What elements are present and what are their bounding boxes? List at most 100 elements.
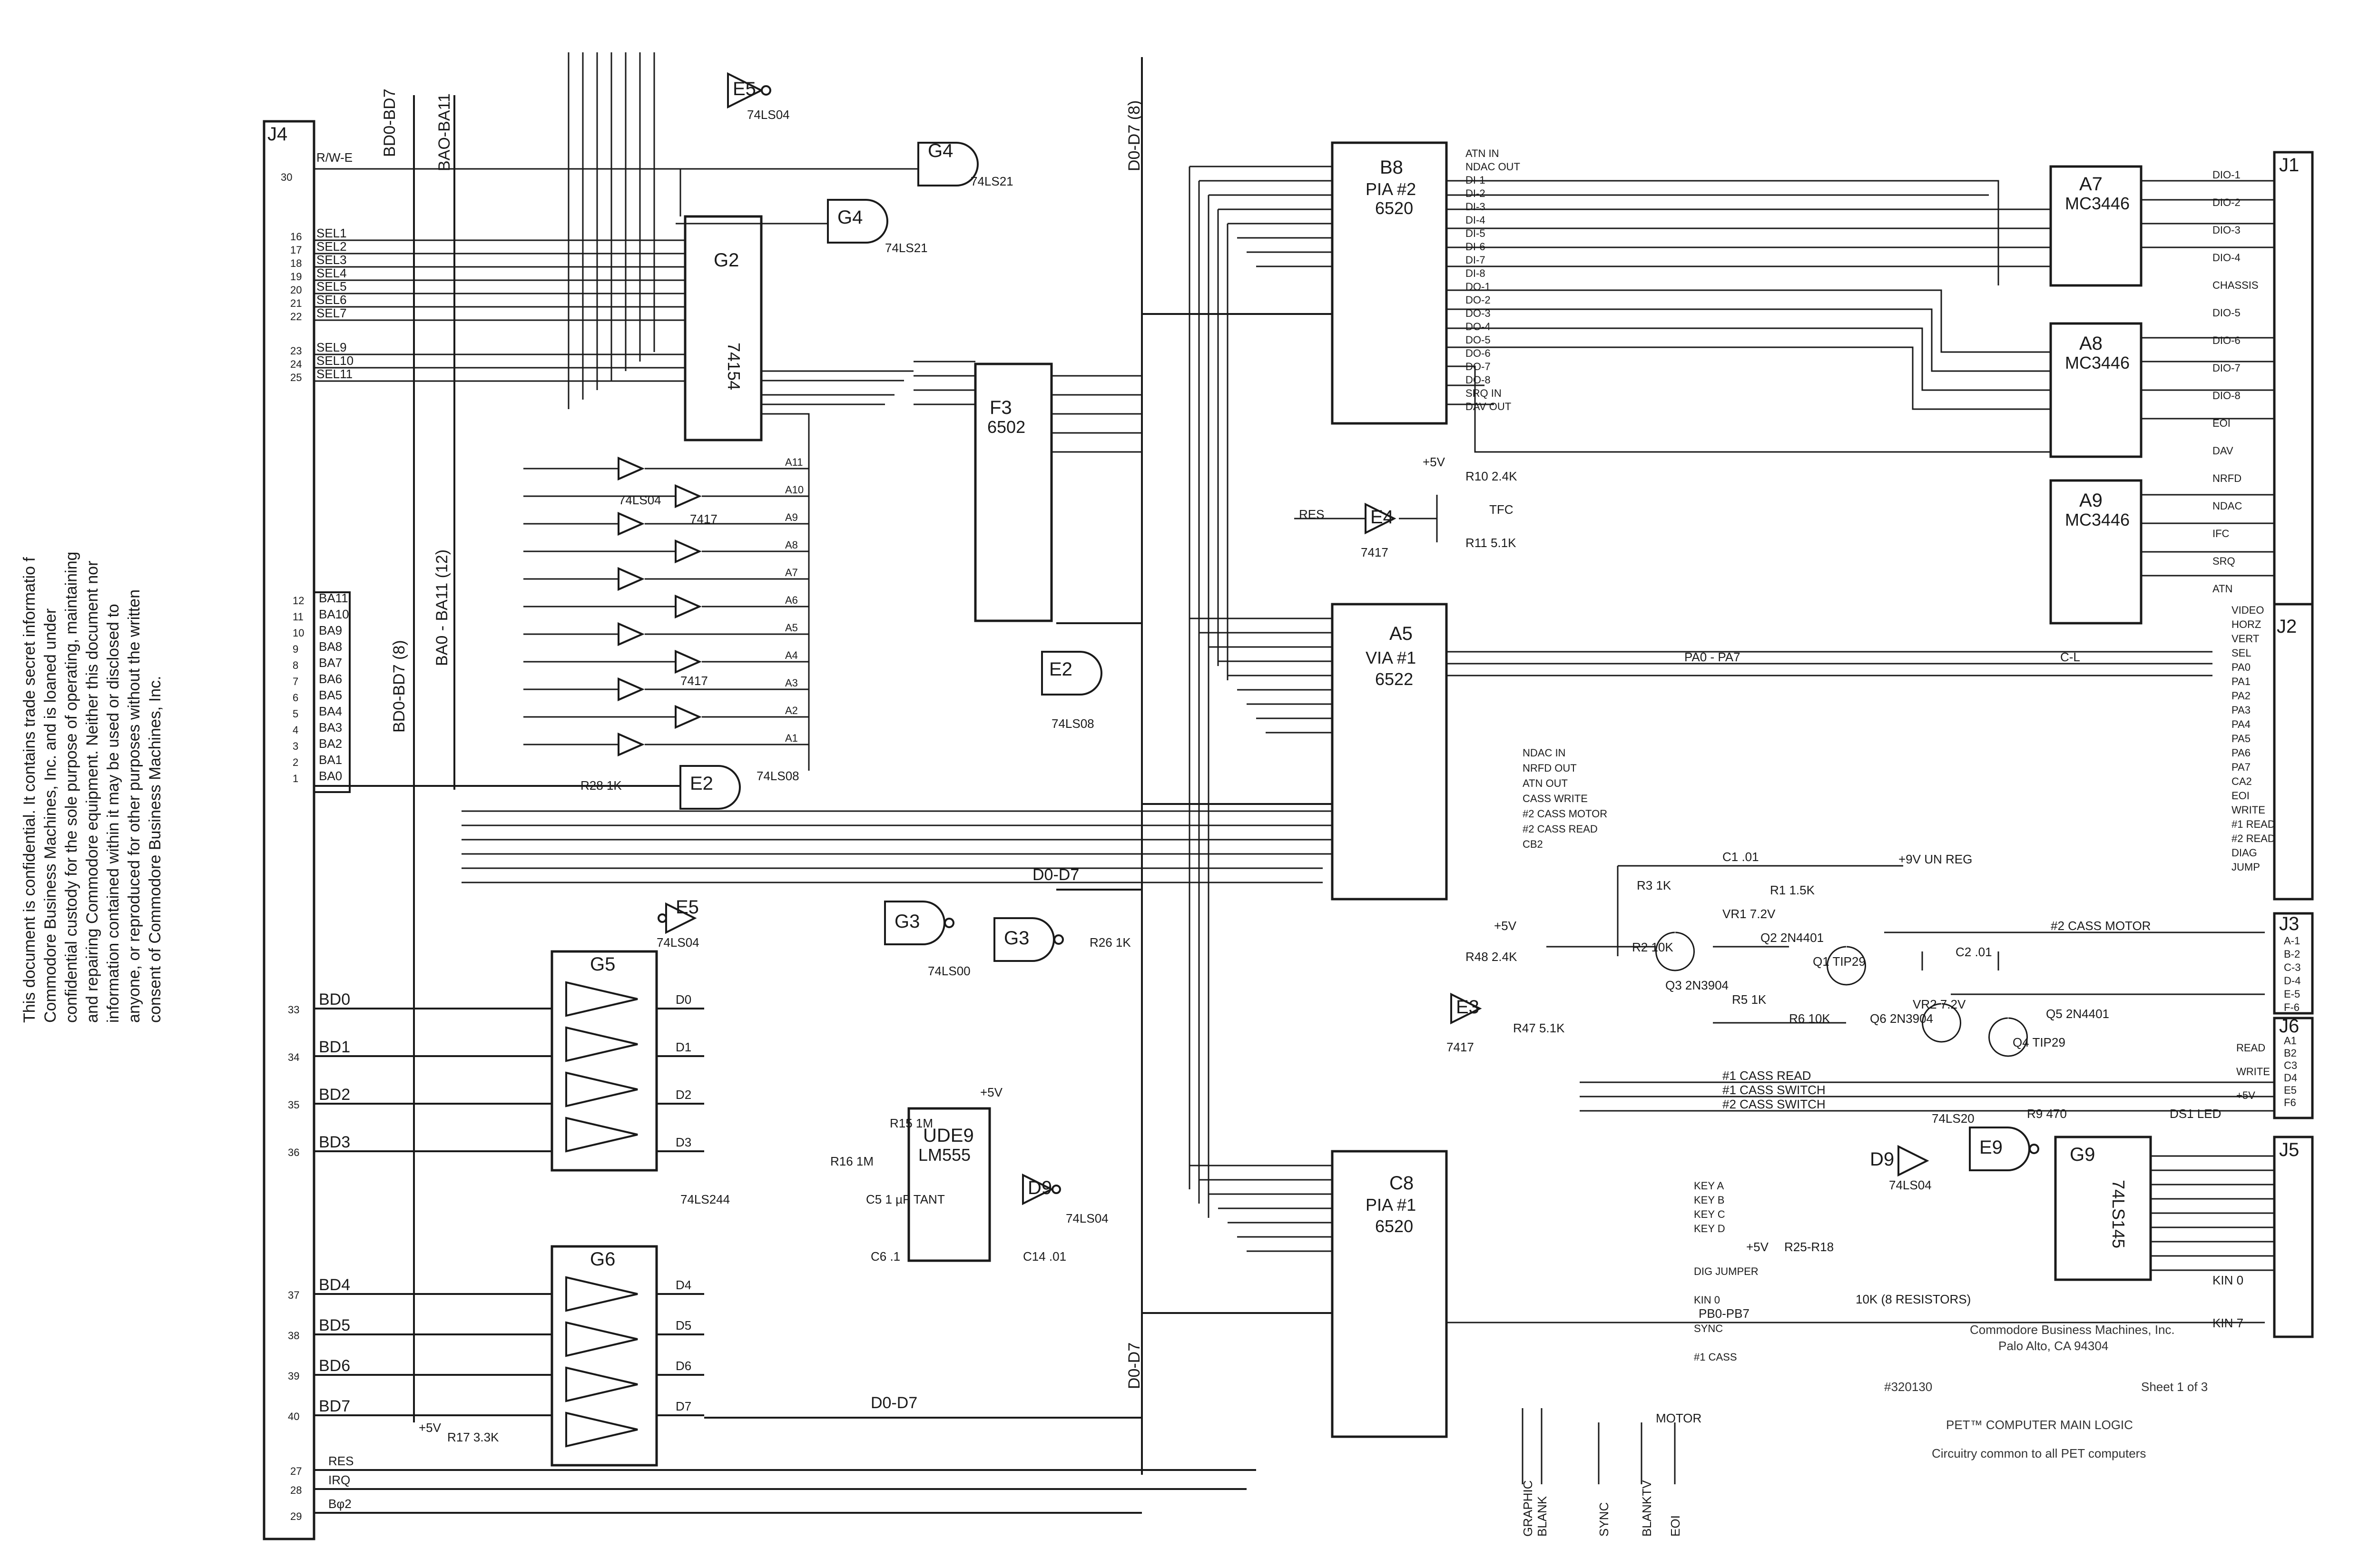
- buffer-triangles: [565, 981, 638, 1448]
- b8-port-signal: DO-4: [1465, 321, 1491, 333]
- e4-mid-part: 7417: [690, 512, 718, 526]
- e2-upper-ref: E2: [1049, 659, 1072, 680]
- cassette-circuit-wiring: [1546, 865, 2265, 1057]
- ba-label: BA4: [319, 704, 342, 718]
- j2-pin-label: WRITE: [2232, 804, 2265, 816]
- b8-ieee-wiring: [1446, 180, 2051, 453]
- bd-label: BD6: [319, 1357, 350, 1375]
- e3-eoi-part: 7417: [1446, 1040, 1474, 1054]
- j3-pin-labels: A-1B-2C-3D-4E-5F-6: [2284, 935, 2300, 1013]
- j5-kin7: KIN 7: [2212, 1316, 2243, 1330]
- cass-lines: [1580, 1081, 2274, 1112]
- b8-port-signal: DO-5: [1465, 334, 1491, 346]
- c14-label: C14 .01: [1023, 1249, 1066, 1264]
- sel-label: SEL11: [316, 367, 353, 381]
- address-output-label: A1: [785, 732, 798, 744]
- c8-port-signal: KEY A: [1694, 1180, 1724, 1192]
- j1-pin-label: NDAC: [2212, 500, 2242, 512]
- b8-pia2: [1331, 141, 1448, 425]
- j1-pin-label: ATN: [2212, 583, 2232, 595]
- address-output-label: A4: [785, 649, 798, 661]
- a7-part: MC3446: [2065, 194, 2130, 213]
- r10-vcc: +5V: [1423, 455, 1445, 469]
- j1-pin-label: CHASSIS: [2212, 279, 2259, 291]
- sel-label: SEL4: [316, 266, 347, 280]
- sel-label: SEL3: [316, 253, 347, 267]
- r10-label: R10 2.4K: [1465, 469, 1517, 483]
- q5-label: Q5 2N4401: [2046, 1007, 2109, 1021]
- j4-bd-lines: BD033D0BD134D1BD235D2BD336D3BD437D4BD538…: [288, 990, 704, 1422]
- c2-label: C2 .01: [1956, 945, 1992, 959]
- e5-g5-ref: E5: [676, 897, 699, 918]
- j6-pin-label: E5: [2284, 1084, 2297, 1096]
- j1-pin-label: DIO-1: [2212, 169, 2241, 181]
- bottom-motor: MOTOR: [1656, 1411, 1701, 1425]
- j2-connector: [2273, 603, 2314, 901]
- j6-pin-label: C3: [2284, 1059, 2297, 1071]
- ude9-part: LM555: [918, 1145, 971, 1165]
- b8-port-signal: DAV OUT: [1465, 401, 1511, 412]
- bottom-blank: BLANK: [1535, 1496, 1549, 1537]
- d9-right-part: 74LS04: [1889, 1178, 1932, 1192]
- sel-pin: 24: [290, 358, 302, 370]
- q4-label: Q4 TIP29: [2013, 1035, 2065, 1049]
- inverter-triangle: [618, 622, 645, 647]
- j6-pin-label: F6: [2284, 1097, 2296, 1108]
- a9-ref: A9: [2079, 490, 2103, 511]
- r16-label: R16 1M: [830, 1154, 874, 1168]
- bd-pin: 36: [288, 1147, 299, 1158]
- sel-pin: 23: [290, 345, 302, 357]
- j2-pin-label: VIDEO: [2232, 604, 2264, 616]
- g9-part: 74LS145: [2109, 1180, 2128, 1248]
- address-output-label: A5: [785, 622, 798, 634]
- c8-ref: C8: [1389, 1173, 1414, 1194]
- e5-mid-part: 74LS04: [619, 493, 661, 507]
- j1-pin-label: DIO-5: [2212, 307, 2241, 319]
- j1-pin-label: DIO-6: [2212, 334, 2241, 346]
- j1-pin-label: DIO-8: [2212, 390, 2241, 402]
- j3-label: J3: [2279, 913, 2299, 934]
- a5-via1: [1331, 603, 1448, 901]
- j1-pin-label: IFC: [2212, 528, 2230, 539]
- b8-port-signal: DO-6: [1465, 347, 1491, 359]
- cass-motor2-label: #2 CASS MOTOR: [2051, 919, 2151, 933]
- ba-label: BA2: [319, 736, 342, 751]
- d0-d7-mid-label: D0-D7: [1032, 866, 1079, 884]
- a8-transceiver: [2049, 322, 2143, 458]
- g3-left-ref: G3: [895, 911, 920, 932]
- g2-select-outputs: [761, 370, 914, 771]
- j3-pin-label: D-4: [2284, 975, 2300, 987]
- c8-port-signal: KEY C: [1694, 1208, 1725, 1220]
- g9-ref: G9: [2070, 1144, 2095, 1165]
- j6-connector: [2273, 1017, 2314, 1119]
- g6-ref: G6: [590, 1249, 615, 1270]
- ba-pin: 6: [293, 692, 298, 704]
- j2-pin-label: HORZ: [2232, 618, 2261, 630]
- rpack-label: 10K (8 RESISTORS): [1856, 1292, 1971, 1306]
- j6-pin-label: D4: [2284, 1072, 2297, 1084]
- d9-left-part: 74LS04: [1066, 1211, 1109, 1225]
- ba-pin: 9: [293, 643, 298, 655]
- j2-pin-label: PA4: [2232, 718, 2251, 730]
- b8-port-signal: SRQ IN: [1465, 387, 1502, 399]
- j2-pin-label: PA1: [2232, 676, 2251, 687]
- r11-label: R11 5.1K: [1465, 536, 1516, 550]
- address-bus-to-chips: [914, 361, 1142, 453]
- j4-res-pin: 27: [290, 1465, 302, 1477]
- e2-upper-part: 74LS08: [1052, 716, 1094, 731]
- ba-label: BA10: [319, 607, 349, 621]
- j5-kin0: KIN 0: [2212, 1273, 2243, 1287]
- control-to-c8: [1190, 1165, 1332, 1252]
- sheet-number: Sheet 1 of 3: [2141, 1380, 2208, 1394]
- c8-port-signal: DIG JUMPER: [1694, 1265, 1759, 1277]
- g2-ref: G2: [714, 250, 739, 271]
- inverter-triangle: [675, 539, 702, 564]
- j1-pin-label: SRQ: [2212, 555, 2235, 567]
- b8-port-signal: DO-2: [1465, 294, 1491, 306]
- j3-pin-label: A-1: [2284, 935, 2300, 947]
- g5-g6-part: 74LS244: [680, 1192, 730, 1206]
- buffer-triangle: [565, 1321, 638, 1357]
- j2-pin-label: PA7: [2232, 761, 2251, 773]
